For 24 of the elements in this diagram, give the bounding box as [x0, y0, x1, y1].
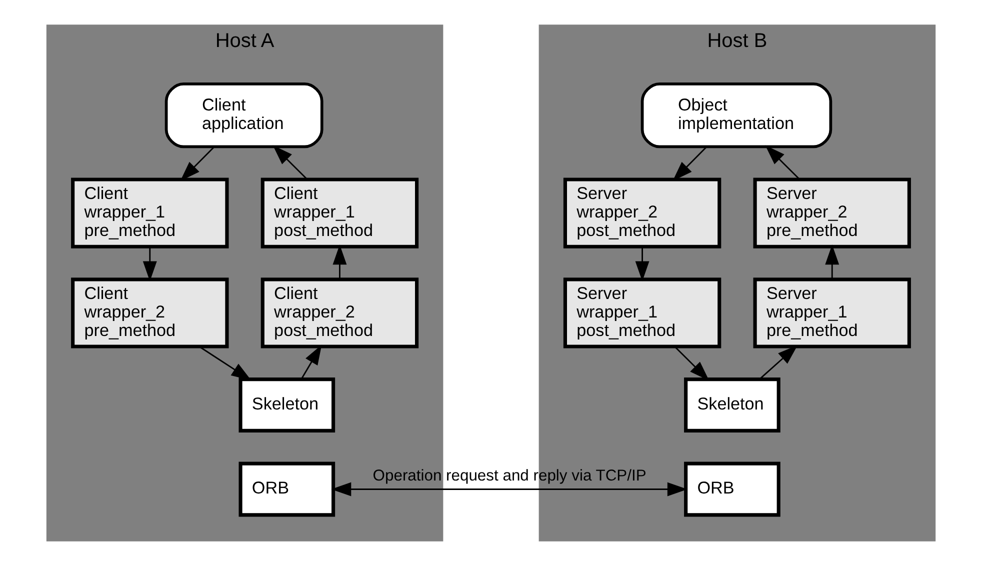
node-box: Client wrapper_2 post_method	[260, 278, 418, 348]
arrow	[272, 145, 308, 180]
node-box: Skeleton	[238, 378, 335, 432]
node-box: Client wrapper_2 pre_method	[70, 278, 228, 348]
node-box: Skeleton	[684, 378, 780, 432]
node-box: Server wrapper_1 post_method	[562, 278, 721, 348]
arrow	[300, 344, 322, 380]
node-box: ORB	[684, 462, 780, 517]
node-box: Server wrapper_1 pre_method	[752, 278, 910, 348]
arrow	[198, 346, 251, 380]
arrow	[824, 244, 839, 280]
node-box: Client application	[164, 82, 323, 148]
node-box: Server wrapper_2 pre_method	[752, 178, 910, 248]
arrow	[330, 482, 687, 496]
arrow	[332, 244, 346, 280]
arrow	[142, 246, 156, 282]
node-box: Client wrapper_1 post_method	[260, 178, 418, 248]
node-box: ORB	[238, 462, 335, 517]
node-box: Client wrapper_1 pre_method	[70, 178, 228, 248]
node-box: Object implementation	[640, 82, 832, 148]
arrow	[764, 145, 800, 180]
arrow	[634, 246, 649, 282]
node-box: Server wrapper_2 post_method	[562, 178, 721, 248]
arrow	[758, 345, 798, 380]
